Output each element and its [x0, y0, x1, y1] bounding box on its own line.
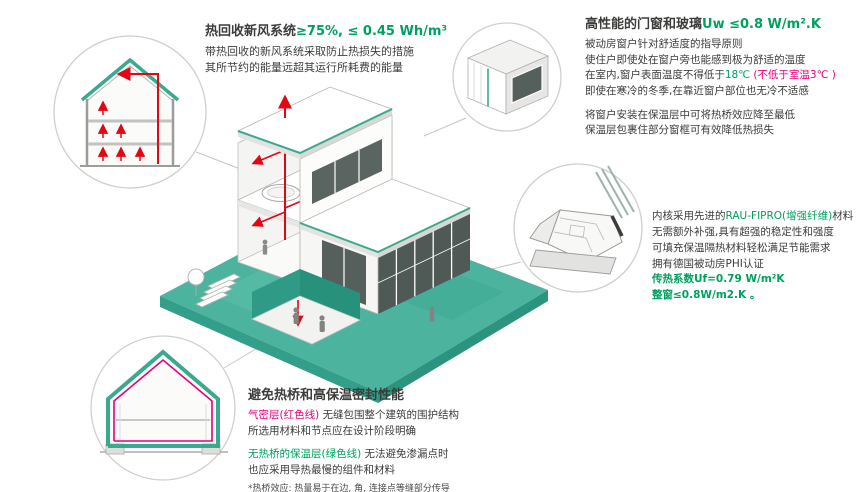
windows-line4: 即使在寒冷的冬季,在靠近窗户部位也无冷不适感 [585, 84, 809, 97]
windows-line5: 将窗户安装在保温层中可将热桥效应降至最低 [585, 108, 795, 121]
callout-thermal-section [90, 335, 236, 481]
person-figure [429, 306, 435, 322]
airflow-arrows [97, 67, 159, 164]
person-figure [293, 307, 299, 324]
insulation-green-line [106, 349, 220, 448]
window-glass [511, 64, 543, 104]
profile-line2: 无需额外补强,具有超强的稳定性和强度 [652, 225, 834, 238]
profile-line1: 内核采用先进的RAU-FIPRO(增强纤维)材料 [652, 210, 854, 222]
windows-line3: 在室内,窗户表面温度不得低于18℃ (不低于室温3℃ ) [585, 69, 836, 82]
thermal-line1: 气密层(红色线) 无缝包围整个建筑的围护结构 [248, 409, 460, 421]
windows-title: 高性能的门窗和玻璃Uw ≤0.8 W/m².K [585, 13, 863, 32]
windows-title-value: Uw ≤0.8 W/m².K [702, 17, 821, 32]
profile-line4: 拥有德国被动房PHI认证 [652, 257, 764, 270]
upper-window [312, 139, 382, 204]
gasket [610, 215, 624, 237]
heat-recovery-title-value: ≥75%, ≤ 0.45 Wh/m³ [296, 24, 448, 39]
callout-window-profile [513, 163, 643, 293]
bathtub [261, 184, 301, 202]
frame-chambers [553, 217, 605, 253]
glass-facade [377, 208, 471, 314]
heat-recovery-title: 热回收新风系统≥75%, ≤ 0.45 Wh/m³ [205, 20, 455, 39]
thermal-line3: 无热桥的保温层(绿色线) 无法避免渗漏点时 [248, 448, 449, 461]
thermal-line4: 也应采用导热最慢的组件和材料 [248, 463, 395, 476]
wing-roof [298, 178, 472, 258]
triple-glazing [595, 165, 635, 219]
thermal-title: 避免热桥和高保温密封性能 [248, 388, 405, 403]
profile-line3: 可填充保温隔热材料轻松满足节能需求 [652, 241, 831, 254]
windows-line1: 被动房窗户针对舒适度的指导原则 [585, 38, 743, 50]
heat-recovery-line2: 其所节约的能量远超其运行所耗费的能量 [205, 61, 403, 75]
tree [187, 268, 205, 296]
main-house [236, 86, 472, 315]
basement-cut [251, 269, 435, 345]
profile-uw-value: 整窗≤0.8W/m2.K 。 [652, 289, 761, 302]
callout-window-corner [452, 22, 562, 132]
annotation-heat-recovery: 热回收新风系统≥75%, ≤ 0.45 Wh/m³ 带热回收的新风系统采取防止热… [205, 20, 455, 77]
platform-edge-left [160, 296, 378, 403]
airtight-red-line [113, 358, 213, 442]
tower-roof [236, 86, 394, 159]
profile-uf-value: 传热系数Uf=0.79 W/m²K [652, 273, 785, 286]
garden-stairs [195, 273, 241, 308]
frame-base [529, 249, 617, 275]
windows-line2: 使住户即使处在窗户旁也能感到极为舒适的温度 [585, 53, 806, 66]
callout-ventilation-section [53, 35, 207, 189]
thermal-line2: 所选用材料和节点应在设计阶段明确 [248, 424, 416, 437]
heat-recovery-title-text: 热回收新风系统 [205, 24, 297, 39]
person-figure-interior [262, 239, 268, 255]
platform-edge-right [378, 290, 548, 403]
annotation-windows: 高性能的门窗和玻璃Uw ≤0.8 W/m².K 被动房窗户针对舒适度的指导原则 … [585, 13, 863, 140]
house-wing [298, 178, 472, 315]
roof-insulation-line [80, 57, 180, 102]
thermal-footnote: *热桥效应: 热量易于在边, 角, 连接点等缝部分传导 [248, 483, 450, 492]
annotation-thermal: 避免热桥和高保温密封性能 气密层(红色线) 无缝包围整个建筑的围护结构 所选用材… [248, 384, 516, 492]
annotation-profile: 内核采用先进的RAU-FIPRO(增强纤维)材料 无需额外补强,具有超强的稳定性… [652, 210, 865, 305]
heat-recovery-line1: 带热回收的新风系统采取防止热损失的措施 [205, 45, 414, 58]
person-figure [319, 315, 325, 332]
windows-title-text: 高性能的门窗和玻璃 [585, 17, 703, 32]
windows-line6: 保温层包裹住部分窗框可有效降低热损失 [585, 124, 774, 137]
